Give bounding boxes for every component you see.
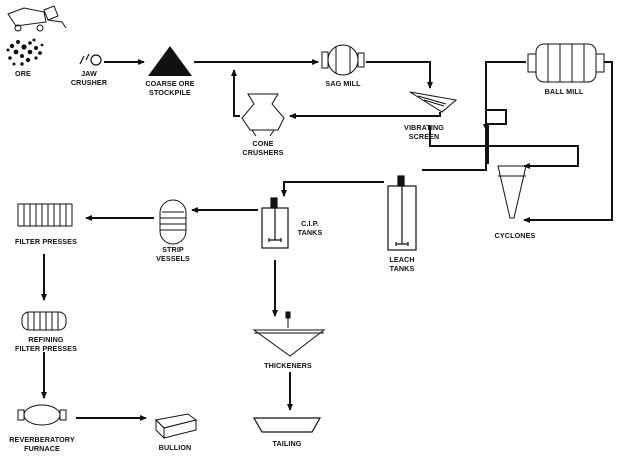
ball-mill-icon [527,43,605,83]
refining-filter-press-icon [21,311,67,331]
stockpile-icon [148,46,192,76]
label-thickeners: THICKENERS [264,361,312,370]
label-tailing: TAILING [272,439,302,448]
bullion-icon [154,413,198,440]
vibrating-screen-icon [409,91,458,113]
tailing-icon [252,417,322,433]
thickener-icon [252,311,326,357]
flow-arrows [41,59,613,421]
leach-tank-icon [387,175,417,251]
cyclone-icon [497,165,527,219]
cip-tank-icon [261,197,289,249]
label-cip-tanks: C.I.P.TANKS [297,219,323,237]
ore-pile-icon [6,38,44,66]
filter-press-icon [17,203,73,227]
sag-mill-icon [321,44,365,76]
label-cyclones: CYCLONES [494,231,536,240]
label-ball-mill: BALL MILL [544,87,584,96]
label-bullion: BULLION [158,443,192,452]
ore-truck-icon [7,5,67,32]
cone-crusher-icon [241,93,285,137]
strip-vessel-icon [159,199,187,245]
furnace-icon [17,404,67,426]
label-ore: ORE [15,69,31,78]
jaw-crusher-icon [79,53,102,66]
label-sag-mill: SAG MILL [325,79,361,88]
label-filter-presses: FILTER PRESSES [15,237,77,246]
